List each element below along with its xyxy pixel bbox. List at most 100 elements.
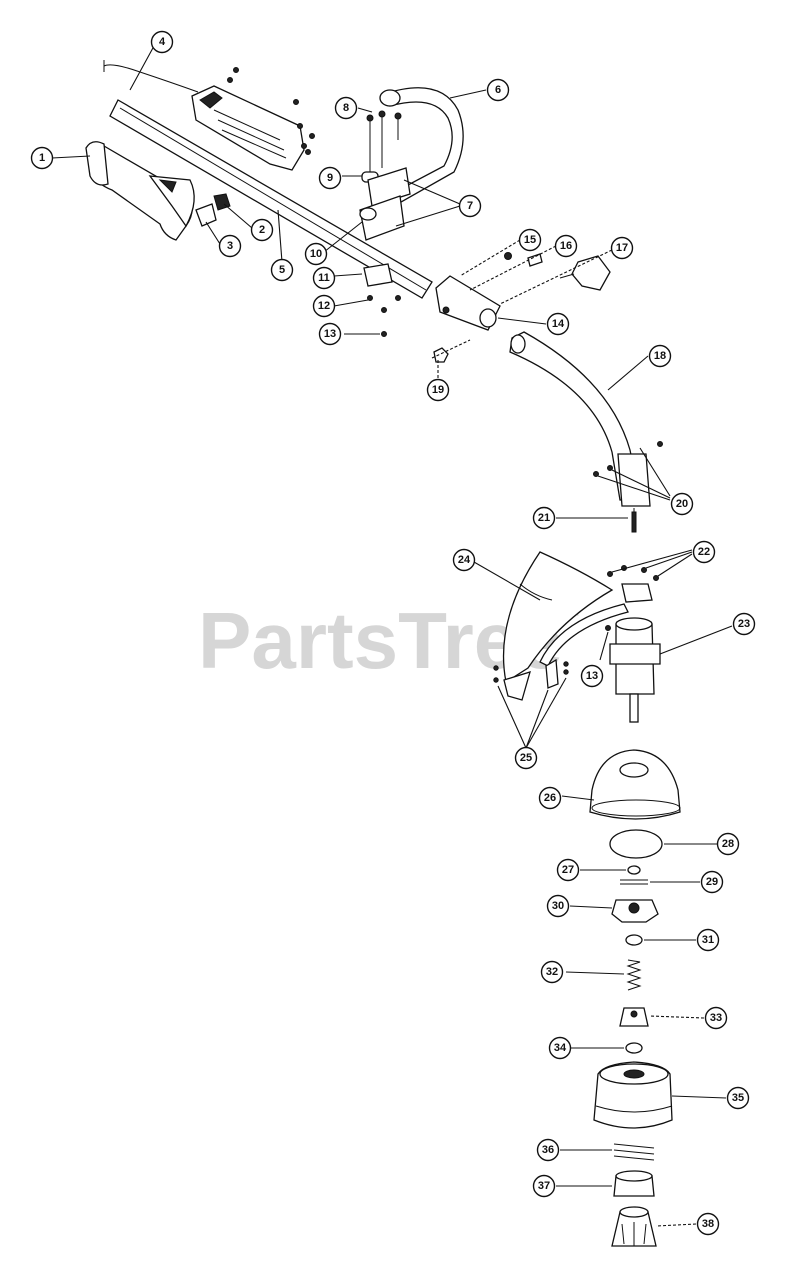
coupler-knob-stem [559,273,575,279]
callout-13: 13 [318,322,342,346]
svg-text:16: 16 [560,240,572,252]
svg-text:15: 15 [524,234,536,246]
callout-4: 4 [150,30,174,54]
svg-text:36: 36 [542,1144,554,1156]
svg-text:38: 38 [702,1218,714,1230]
svg-text:25: 25 [520,752,532,764]
coupler-pin [527,253,543,267]
svg-text:8: 8 [343,102,349,114]
callout-25: 25 [514,746,538,770]
callout-6: 6 [486,78,510,102]
svg-text:30: 30 [552,900,564,912]
guard-arm [539,603,629,667]
svg-text:29: 29 [706,876,718,888]
guard-bracket-screws [607,565,659,581]
callout-9: 9 [318,166,342,190]
svg-text:28: 28 [722,838,734,850]
callout-18: 18 [648,344,672,368]
svg-text:4: 4 [159,36,166,48]
gearhead-top [615,617,653,631]
callout-37: 37 [532,1174,556,1198]
leader-lines [51,45,733,1227]
svg-text:31: 31 [702,934,714,946]
callout-2: 2 [250,218,274,242]
svg-text:20: 20 [676,498,688,510]
retaining-ring [625,1042,643,1054]
svg-text:37: 37 [538,1180,550,1192]
svg-text:13: 13 [324,328,336,340]
trimmer-head-cover [589,749,681,820]
callout-24: 24 [452,548,476,572]
shaft-clamp [363,263,393,287]
callout-14: 14 [546,312,570,336]
shaft-clamp-screws [367,295,401,337]
blade-screws [493,658,569,689]
callout-13b: 13 [580,664,604,688]
lower-shaft-end [510,334,526,354]
callout-3: 3 [218,234,242,258]
callout-38: 38 [696,1212,720,1236]
svg-text:22: 22 [698,546,710,558]
svg-text:21: 21 [538,512,550,524]
throttle-cable [103,64,199,93]
o-ring [609,829,663,859]
callout-16: 16 [554,234,578,258]
spring-washer [625,934,643,946]
debris-guard [502,551,614,684]
line-cutter-blade [503,671,531,701]
gearhead-collar [609,643,661,665]
throttle-housing-detail [158,179,177,193]
callout-27: 27 [556,858,580,882]
gearhead-screw [605,625,611,631]
throttle-housing [148,175,195,228]
svg-text:18: 18 [654,350,666,362]
callout-28: 28 [716,832,740,856]
svg-text:6: 6 [495,84,501,96]
bump-head-knob-ribs [621,1222,647,1246]
callout-26: 26 [538,786,562,810]
callout-8: 8 [334,96,358,120]
handle-bolts [366,110,402,172]
drive-shaft-pin-body [631,511,637,533]
callout-36: 36 [536,1138,560,1162]
debris-guard-edge [519,583,553,601]
coupler-knob [479,308,497,328]
svg-text:5: 5 [279,264,285,276]
callout-10: 10 [304,242,328,266]
svg-text:19: 19 [432,384,444,396]
callout-22: 22 [692,540,716,564]
handle-clamp-lower [359,195,405,241]
line-spool-flange [595,1105,673,1113]
line-spool-hub [623,1069,645,1079]
callout-33: 33 [704,1006,728,1030]
shaft-bracket-screws [593,441,663,477]
callout-11: 11 [312,266,336,290]
svg-text:17: 17 [616,242,628,254]
callout-5: 5 [270,258,294,282]
svg-text:11: 11 [318,272,330,284]
coupler-knob-assembly [571,255,611,291]
parts-tree-watermark: PartsTree [198,596,563,685]
callout-21: 21 [532,506,556,530]
coupler-hex-nut [433,347,449,363]
svg-text:12: 12 [318,300,330,312]
svg-text:32: 32 [546,966,558,978]
spool-spring [613,1143,655,1161]
callout-34: 34 [548,1036,572,1060]
engine-housing-detail [199,91,223,109]
svg-text:26: 26 [544,792,556,804]
callout-7: 7 [458,194,482,218]
coupler-screw [442,306,450,314]
loop-handle-grip [379,89,401,107]
callout-30: 30 [546,894,570,918]
svg-text:33: 33 [710,1012,722,1024]
callout-35: 35 [726,1086,750,1110]
handle-grip-end [85,141,109,186]
callout-12: 12 [312,294,336,318]
engine-housing [191,85,305,171]
upper-shaft-line [119,107,427,291]
throttle-trigger [195,203,217,227]
clamp-spacer [359,207,377,221]
callout-1: 1 [30,146,54,170]
